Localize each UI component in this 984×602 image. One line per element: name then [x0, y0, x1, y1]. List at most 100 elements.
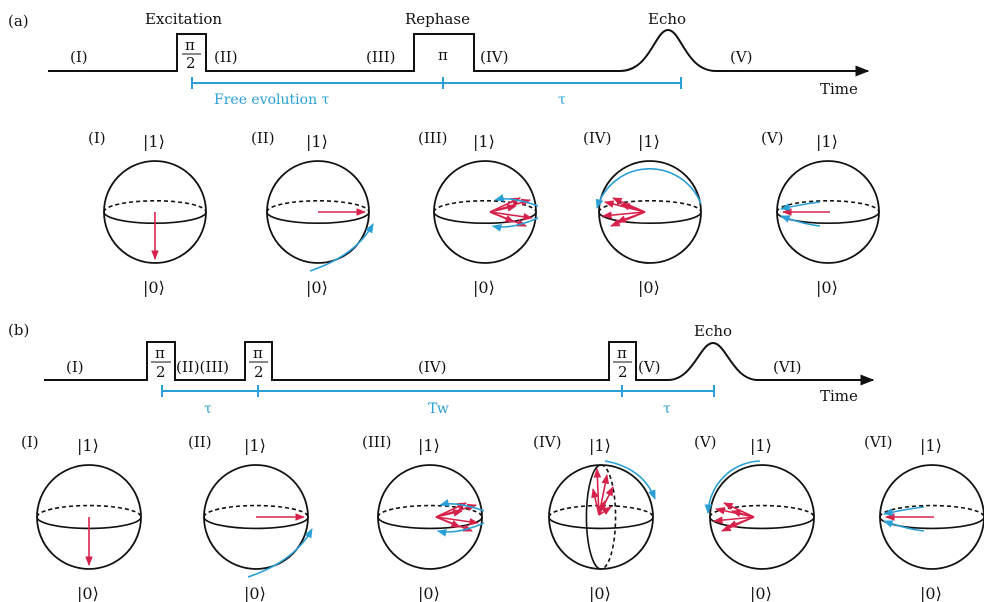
equator-back [36, 504, 142, 518]
stage-label-b-2: (II)(III) [176, 358, 229, 376]
pi-half-den-b-1: 2 [156, 363, 166, 381]
stage-label-a-4: (IV) [480, 48, 508, 66]
sphere-outline [598, 160, 702, 264]
ket-one-label: |1⟩ [920, 436, 942, 455]
ket-zero-label: |0⟩ [638, 278, 660, 297]
sphere-outline [377, 464, 483, 570]
sphere-outline [548, 464, 654, 570]
sphere-stage-label: (VI) [864, 433, 892, 451]
ket-one-label: |1⟩ [750, 436, 772, 455]
stage-label-b-1: (I) [66, 358, 84, 376]
dephasing-arrow [489, 211, 515, 223]
sphere-outline [709, 464, 815, 570]
equator-front [598, 211, 702, 225]
sphere-stage-label: (V) [694, 433, 717, 451]
equator-front [266, 211, 370, 225]
interval-label-b-1: τ [204, 401, 212, 417]
rephasing-arrow [602, 211, 646, 220]
bloch-sphere: |1⟩|0⟩(IV) [583, 129, 702, 297]
time-label-b: Time [820, 387, 858, 405]
panel-b-label: (b) [8, 321, 29, 339]
dephasing-arrow [435, 509, 463, 518]
bloch-sphere: |1⟩|0⟩(I) [21, 433, 142, 602]
pi-half-num-b-2: π [253, 344, 263, 362]
equator-front [709, 516, 815, 530]
dephase-rotation-down [491, 217, 539, 232]
equator-front [203, 516, 309, 530]
rephasing-arrow [616, 211, 646, 223]
stage-label-a-1: (I) [70, 48, 88, 66]
echo-rotation-up [780, 201, 821, 211]
dephasing-arrow [435, 516, 461, 528]
retrieval-rotation-arrow [704, 460, 761, 514]
ket-zero-label: |0⟩ [473, 278, 495, 297]
pi-pulse-glyph: π [438, 46, 448, 64]
equator-back [203, 504, 309, 518]
sphere-stage-label: (III) [418, 129, 447, 147]
pi-rotation-arrow [595, 167, 702, 209]
sphere-stage-label: (IV) [583, 129, 611, 147]
bloch-sphere: |1⟩|0⟩(III) [362, 433, 485, 602]
ket-zero-label: |0⟩ [816, 278, 838, 297]
stage-label-a-5: (V) [730, 48, 753, 66]
equator-front [433, 211, 537, 225]
equator-back [433, 199, 537, 213]
bloch-sphere: |1⟩ |0⟩ (VI) [864, 433, 984, 602]
ket-zero-label: |0⟩ [750, 584, 772, 602]
sphere-stage-label: (I) [88, 129, 106, 147]
dephasing-arrow [435, 516, 479, 526]
echo-rotation-down [780, 215, 821, 227]
stage-label-a-3: (III) [366, 48, 395, 66]
equator-front [377, 516, 483, 530]
sphere-stage-label: (I) [21, 433, 39, 451]
stage-label-a-2: (II) [214, 48, 238, 66]
interval-label-b-2: Tw [428, 401, 449, 417]
dephasing-arrow [489, 211, 533, 221]
sphere-stage-label: (II) [251, 129, 275, 147]
bloch-sphere: |1⟩|0⟩(I) [88, 129, 207, 297]
pulse-sequence-b [44, 341, 862, 381]
equator-back [548, 504, 654, 518]
ket-zero-label: |0⟩ [244, 584, 266, 602]
rephasing-arrow [723, 502, 755, 518]
echo-rotation-up [883, 506, 925, 516]
bloch-sphere: |1⟩|0⟩(V) [761, 129, 880, 297]
bloch-spheres-b: |1⟩|0⟩(I)|1⟩|0⟩(II)|1⟩|0⟩(III)|1⟩|0⟩(IV)… [21, 433, 984, 602]
ket-one-label: |1⟩ [589, 436, 611, 455]
ket-zero-label: |0⟩ [77, 584, 99, 602]
echo-label-b: Echo [694, 322, 732, 340]
dephase-rotation-down [436, 522, 485, 537]
pi-half-den-b-3: 2 [618, 363, 628, 381]
bloch-sphere: |1⟩ |0⟩ (V) [694, 433, 815, 602]
equator-front [879, 516, 984, 530]
ket-zero-label: |0⟩ [306, 278, 328, 297]
pi-half-num-a: π [185, 36, 195, 54]
dephasing-arrow [489, 204, 517, 213]
interval-label-b-3: τ [663, 401, 671, 417]
pi-half-den-b-2: 2 [254, 363, 264, 381]
stage-label-b-3: (IV) [418, 358, 446, 376]
pi-half-num-b-1: π [155, 344, 165, 362]
stage-label-b-5: (VI) [773, 358, 801, 376]
dephase-rotation-up [439, 499, 485, 512]
equator-front [776, 211, 880, 225]
sphere-stage-label: (III) [362, 433, 391, 451]
ket-one-label: |1⟩ [418, 436, 440, 455]
excitation-rotation-arrow [309, 223, 374, 272]
sphere-stage-label: (II) [188, 433, 212, 451]
equator-back [377, 504, 483, 518]
equator-front [548, 516, 654, 530]
rephasing-arrow [727, 516, 755, 528]
excitation-rotation-arrow [247, 528, 313, 578]
stored-coherence-arrow [598, 506, 612, 516]
ket-zero-label: |0⟩ [143, 278, 165, 297]
meridian-front [585, 464, 602, 570]
rephasing-arrow [612, 197, 646, 213]
ket-zero-label: |0⟩ [920, 584, 942, 602]
storage-rotation-arrow [604, 460, 656, 500]
excitation-label: Excitation [145, 10, 222, 28]
equator-back [266, 199, 370, 213]
rephase-label: Rephase [405, 10, 470, 28]
pi-half-num-b-3: π [617, 344, 627, 362]
